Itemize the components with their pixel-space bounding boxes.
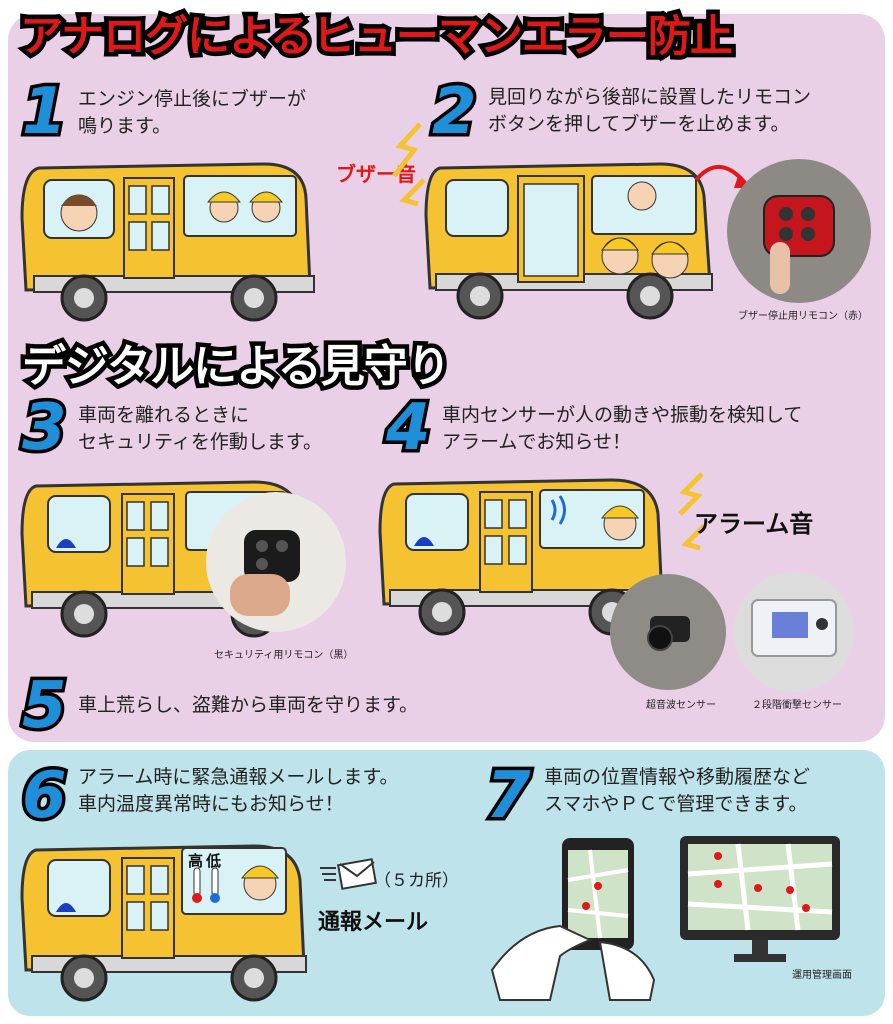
black-remote-caption: セキュリティ用リモコン（黒） [214,650,354,661]
alarm-lightning-icon [678,472,706,551]
step5-text: 車上荒らし、盗難から車両を守ります。 [78,694,419,716]
step2-text: 見回りながら後部に設置したリモコン ボタンを押してブザーを止めます。 [488,84,811,138]
step4-line2: アラームでお知らせ！ [442,431,632,453]
analog-title: アナログによるヒューマンエラー防止 [16,8,738,67]
ultrasonic-sensor-caption: 超音波センサー [646,700,716,711]
step2-line1: 見回りながら後部に設置したリモコン [488,86,812,108]
step1-text: エンジン停止後にブザーが 鳴ります。 [78,86,306,140]
step7-text: 車両の位置情報や移動履歴など スマホやＰＣで管理できます。 [544,764,810,818]
step1-line1: エンジン停止後にブザーが [78,88,307,110]
step3-line1: 車両を離れるときに [78,404,250,426]
shock-sensor-caption: ２段階衝撃センサー [752,700,842,711]
step1-number: 1 [19,75,70,149]
smartphone-illustration [490,838,656,1001]
black-remote-photo [206,492,346,632]
bus-illustration-6 [20,844,307,1002]
step6-line2: 車内温度異常時にもお知らせ！ [78,793,344,815]
red-remote-caption: ブザー停止用リモコン（赤） [738,311,868,322]
bus-illustration-4 [378,478,665,636]
step6-text: アラーム時に緊急通報メールします。 車内温度異常時にもお知らせ！ [78,764,399,818]
mail-envelope-icon [320,858,377,890]
red-remote-photo [727,159,871,303]
step7-number: 7 [483,759,534,833]
step3-text: 車両を離れるときに セキュリティを作動します。 [78,402,322,456]
step1-line2: 鳴ります。 [78,115,172,137]
bus-illustration-1 [20,162,315,322]
step4-number: 4 [383,391,434,465]
digital-title: デジタルによる見守り [18,337,456,397]
step3-number: 3 [19,391,70,465]
management-screen-caption: 運用管理画面 [792,970,852,981]
mail-count: （５カ所） [374,871,459,891]
temp-low-label: 低 [206,852,222,870]
step7-line1: 車両の位置情報や移動履歴など [544,766,811,788]
mail-title: 通報メール [318,910,429,935]
temp-high-label: 高 [188,852,204,870]
ultrasonic-sensor-photo [610,574,726,690]
shock-sensor-photo [734,572,854,692]
step3-line2: セキュリティを作動します。 [78,431,322,453]
monitor-illustration [680,836,840,962]
step7-line2: スマホやＰＣで管理できます。 [544,793,808,815]
step5-number: 5 [19,669,70,743]
step4-text: 車内センサーが人の動きや振動を検知して アラームでお知らせ！ [442,402,802,456]
step2-number: 2 [429,75,480,149]
bus-illustration-2 [424,162,713,320]
step4-line1: 車内センサーが人の動きや振動を検知して [442,404,803,426]
buzzer-sound-lightning-icon [392,122,426,207]
step6-number: 6 [19,759,70,833]
step2-line2: ボタンを押してブザーを止めます。 [488,113,790,135]
step6-line1: アラーム時に緊急通報メールします。 [78,766,399,788]
alarm-sound-label: アラーム音 [694,510,814,538]
